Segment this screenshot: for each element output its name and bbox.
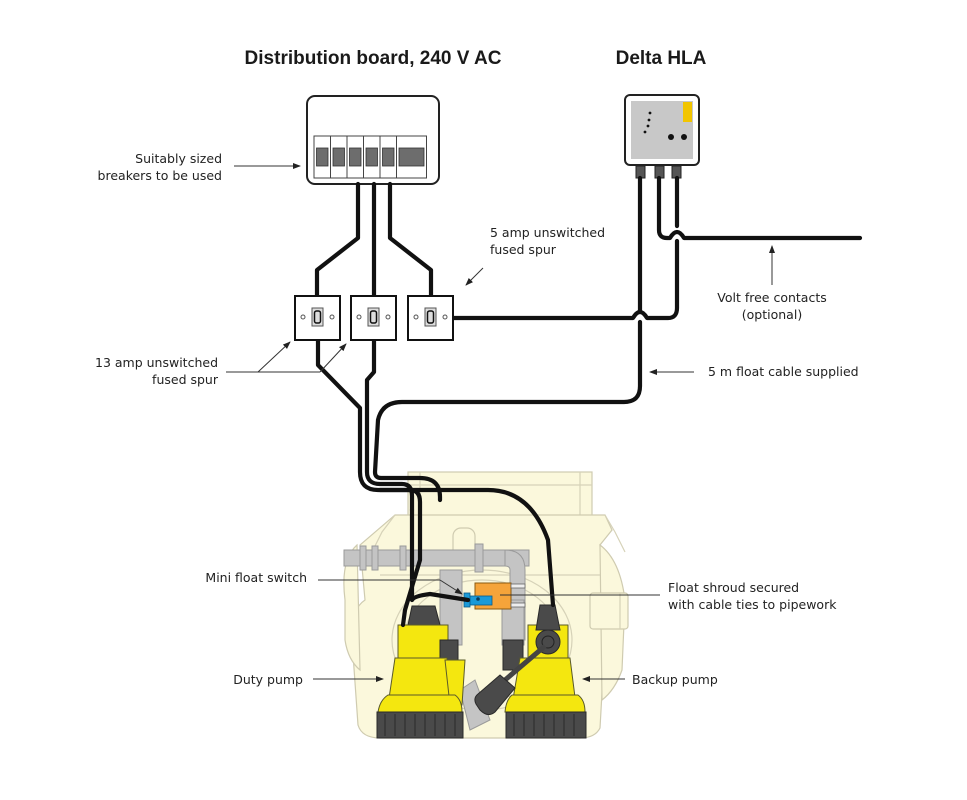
cables <box>314 175 863 628</box>
delta-hla-controller <box>624 94 700 179</box>
fuse-holder-icon <box>424 307 437 327</box>
duty-pump <box>376 605 466 739</box>
distribution-board-title: Distribution board, 240 V AC <box>245 48 502 69</box>
screw-icon <box>442 314 448 320</box>
indicator-yellow-icon <box>683 102 692 122</box>
spur13-label-line1: 13 amp unswitched <box>95 355 218 370</box>
backup-pump <box>474 604 587 739</box>
delta-hla-title: Delta HLA <box>616 48 707 69</box>
breakers-label-line1: Suitably sized <box>135 151 222 166</box>
led-icon <box>668 134 674 140</box>
screw-icon <box>329 314 335 320</box>
screw-icon <box>385 314 391 320</box>
fuse-holder-icon <box>311 307 324 327</box>
spur13-label-line2: fused spur <box>152 372 219 387</box>
breakers-label-line2: breakers to be used <box>98 168 222 183</box>
float-cable-label: 5 m float cable supplied <box>708 364 859 379</box>
breaker-switch-icon <box>398 147 425 167</box>
fused-spur <box>407 295 454 341</box>
volt-free-label-line2: (optional) <box>742 307 802 322</box>
float-shroud-label-line2: with cable ties to pipework <box>668 597 837 612</box>
fused-spur <box>350 295 397 341</box>
fused-spur <box>294 295 341 341</box>
distribution-board <box>306 95 440 185</box>
screw-icon <box>413 314 419 320</box>
annotations: Suitably sized breakers to be used 5 amp… <box>95 151 859 687</box>
spur5-label-line1: 5 amp unswitched <box>490 225 605 240</box>
volt-free-label-line1: Volt free contacts <box>717 290 827 305</box>
breaker-switch-icon <box>332 147 345 167</box>
spur5-label-line2: fused spur <box>490 242 557 257</box>
breaker-switch-icon <box>349 147 362 167</box>
led-icon <box>681 134 687 140</box>
screw-icon <box>356 314 362 320</box>
duty-pump-label: Duty pump <box>233 672 303 687</box>
backup-pump-label: Backup pump <box>632 672 718 687</box>
breaker-switch-icon <box>382 147 395 167</box>
mini-float-label: Mini float switch <box>205 570 307 585</box>
screw-icon <box>300 314 306 320</box>
breaker-switch-icon <box>365 147 378 167</box>
fuse-holder-icon <box>367 307 380 327</box>
breaker-switch-icon <box>316 147 329 167</box>
float-shroud-label-line1: Float shroud secured <box>668 580 799 595</box>
